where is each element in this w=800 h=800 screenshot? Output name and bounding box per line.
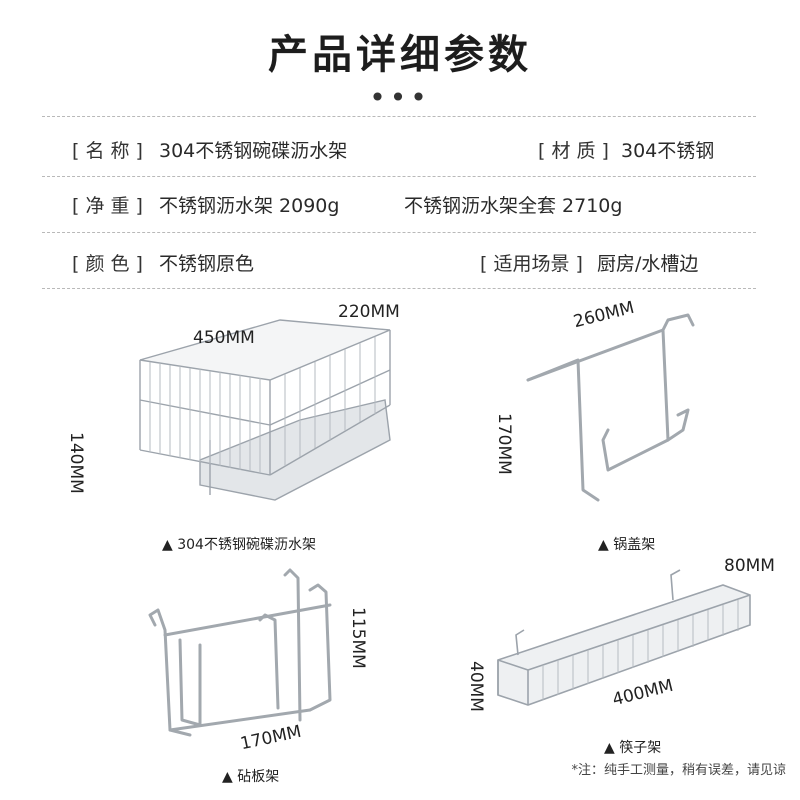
weight-label: [ 净 重 ] bbox=[72, 195, 143, 217]
chopstick-rack-image bbox=[497, 569, 751, 706]
chopstick-width-dim: 80MM bbox=[724, 556, 775, 576]
spec-name: [ 名 称 ] 304不锈钢碗碟沥水架 bbox=[72, 136, 347, 163]
weight-value-1: 不锈钢沥水架 2090g bbox=[159, 195, 340, 217]
divider bbox=[42, 176, 756, 177]
dish-rack-image bbox=[139, 319, 391, 501]
weight-value-2: 不锈钢沥水架全套 2710g bbox=[404, 195, 623, 217]
dish-height-dim: 140MM bbox=[66, 432, 86, 494]
dish-width-dim: 220MM bbox=[338, 302, 400, 322]
divider bbox=[42, 116, 756, 117]
board-height-dim: 115MM bbox=[348, 607, 368, 669]
divider bbox=[42, 288, 756, 289]
lid-rack-caption: ▲ 锅盖架 bbox=[598, 537, 656, 553]
measurement-note: *注：纯手工测量，稍有误差，请见谅 bbox=[571, 763, 786, 778]
lid-height-dim: 170MM bbox=[494, 413, 514, 475]
spec-color: [ 颜 色 ] 不锈钢原色 bbox=[72, 249, 254, 276]
title-dots: ••• bbox=[369, 81, 431, 114]
dish-rack-caption: ▲ 304不锈钢碗碟沥水架 bbox=[162, 537, 316, 553]
color-value: 不锈钢原色 bbox=[159, 253, 255, 275]
divider bbox=[42, 232, 756, 233]
chopstick-height-dim: 40MM bbox=[466, 661, 486, 712]
name-label: [ 名 称 ] bbox=[72, 140, 143, 162]
name-value: 304不锈钢碗碟沥水架 bbox=[159, 140, 348, 162]
material-label: [ 材 质 ] bbox=[538, 140, 609, 162]
lid-rack-image bbox=[526, 313, 695, 502]
spec-weight: [ 净 重 ] 不锈钢沥水架 2090g bbox=[72, 191, 339, 218]
spec-scene: [ 适用场景 ] 厨房/水槽边 bbox=[480, 249, 698, 276]
material-value: 304不锈钢 bbox=[621, 140, 715, 162]
page-title: 产品详细参数 bbox=[268, 32, 532, 78]
color-label: [ 颜 色 ] bbox=[72, 253, 143, 275]
spec-material: [ 材 质 ] 304不锈钢 bbox=[538, 136, 714, 163]
dish-length-dim: 450MM bbox=[193, 328, 255, 348]
scene-value: 厨房/水槽边 bbox=[596, 253, 699, 275]
chopstick-rack-caption: ▲ 筷子架 bbox=[604, 740, 662, 756]
board-rack-caption: ▲ 砧板架 bbox=[222, 769, 280, 785]
scene-label: [ 适用场景 ] bbox=[480, 253, 583, 275]
board-rack-image bbox=[148, 568, 332, 737]
